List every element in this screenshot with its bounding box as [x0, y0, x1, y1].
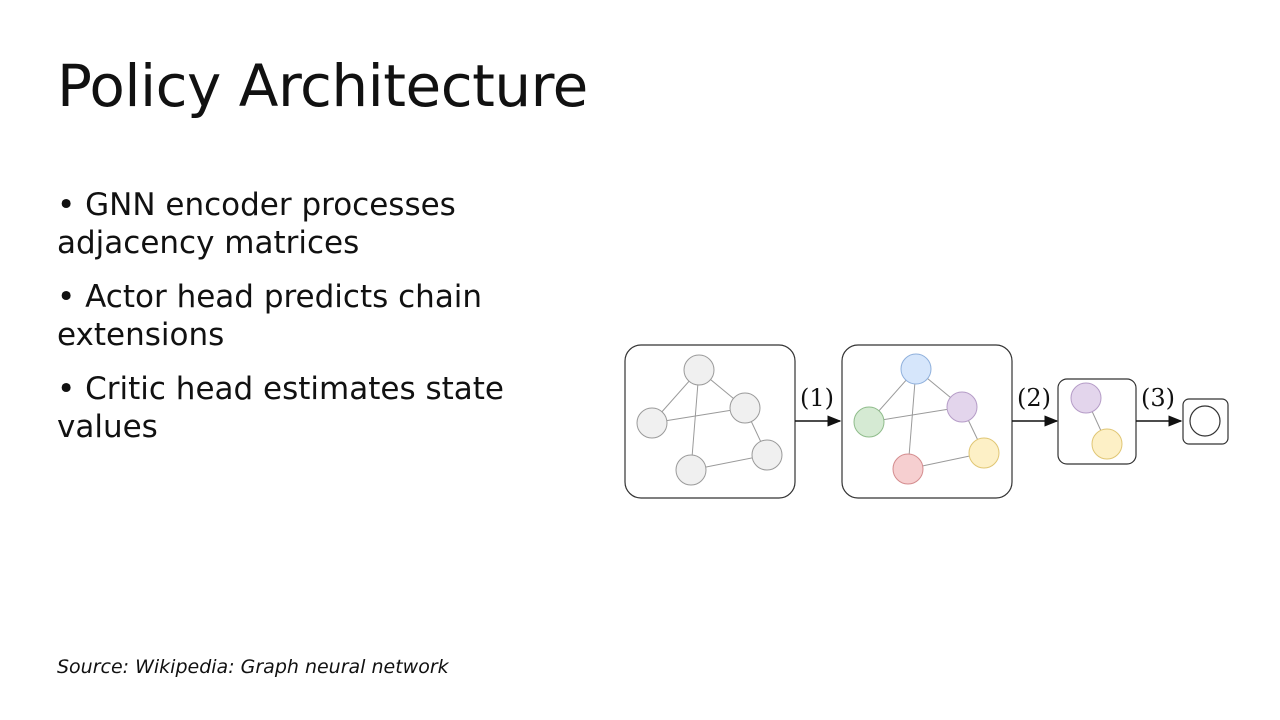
graph-edge [907, 368, 917, 470]
step-label-1: (1) [800, 384, 834, 412]
input-graph-panel [624, 344, 796, 499]
graph-node [683, 354, 715, 386]
graph-node [968, 437, 1000, 469]
bullet-item: • GNN encoder processes adjacency matric… [57, 187, 456, 261]
graph-node [853, 406, 885, 438]
step-label-2: (2) [1017, 384, 1051, 412]
graph-node [900, 353, 932, 385]
subgraph-panel [1057, 378, 1137, 465]
graph-edge [868, 406, 963, 423]
output-panel [1182, 398, 1229, 445]
graph-edge [651, 407, 746, 424]
graph-node [675, 454, 707, 486]
source-citation: Source: Wikipedia: Graph neural network [57, 656, 449, 678]
bullet-item: • Actor head predicts chain extensions [57, 279, 483, 353]
graph-node [1091, 428, 1123, 460]
graph-node [892, 453, 924, 485]
output-node [1189, 405, 1221, 437]
graph-node [946, 391, 978, 423]
graph-node [751, 439, 783, 471]
graph-node [1070, 382, 1102, 414]
graph-edge [690, 369, 700, 471]
slide-title: Policy Architecture [57, 52, 588, 120]
bullet-list: • GNN encoder processes adjacency matric… [57, 186, 597, 462]
step-label-3: (3) [1141, 384, 1175, 412]
embedded-graph-panel [841, 344, 1013, 499]
graph-node [729, 392, 761, 424]
graph-node [636, 407, 668, 439]
bullet-item: • Critic head estimates state values [57, 371, 505, 445]
